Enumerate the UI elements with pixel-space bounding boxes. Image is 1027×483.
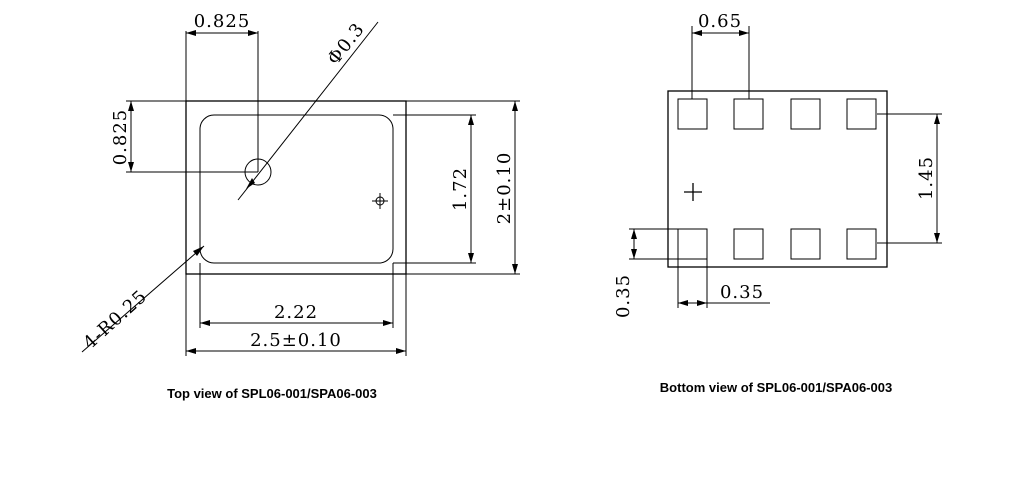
top-package-outline xyxy=(185,100,407,275)
pad xyxy=(733,98,764,130)
bottom-view-caption: Bottom view of SPL06-001/SPA06-003 xyxy=(660,380,892,395)
top-view: 0.825 Φ0.3 0.825 1.72 2±0.10 4-R0.25 xyxy=(79,11,520,401)
pad xyxy=(790,98,821,130)
pad xyxy=(733,228,764,260)
dim-hole-x: 0.825 xyxy=(194,11,251,32)
pad xyxy=(846,228,877,260)
dim-hole-y: 0.825 xyxy=(110,109,131,166)
dim-inner-width: 2.22 xyxy=(274,302,318,323)
pad xyxy=(790,228,821,260)
top-view-caption: Top view of SPL06-001/SPA06-003 xyxy=(167,386,377,401)
pin1-plus-icon xyxy=(684,183,702,201)
dim-inner-height: 1.72 xyxy=(450,167,471,211)
bottom-view: 0.65 1.45 0.35 0.35 Bottom view of SPL06… xyxy=(613,11,942,395)
top-inner-outline xyxy=(199,114,394,264)
pad xyxy=(846,98,877,130)
dim-pad-height: 0.35 xyxy=(613,274,634,318)
dim-pad-width: 0.35 xyxy=(720,282,764,303)
orientation-mark-icon xyxy=(372,193,388,209)
dim-outer-width: 2.5±0.10 xyxy=(250,330,342,351)
dim-outer-height: 2±0.10 xyxy=(494,152,515,225)
dim-hole-diameter: Φ0.3 xyxy=(323,19,369,69)
dim-corner-radius: 4-R0.25 xyxy=(79,286,151,354)
pad xyxy=(677,228,708,260)
dim-row-spacing: 1.45 xyxy=(916,156,937,200)
pad xyxy=(677,98,708,130)
dim-pad-pitch: 0.65 xyxy=(698,11,742,32)
bottom-package-outline xyxy=(667,90,888,268)
